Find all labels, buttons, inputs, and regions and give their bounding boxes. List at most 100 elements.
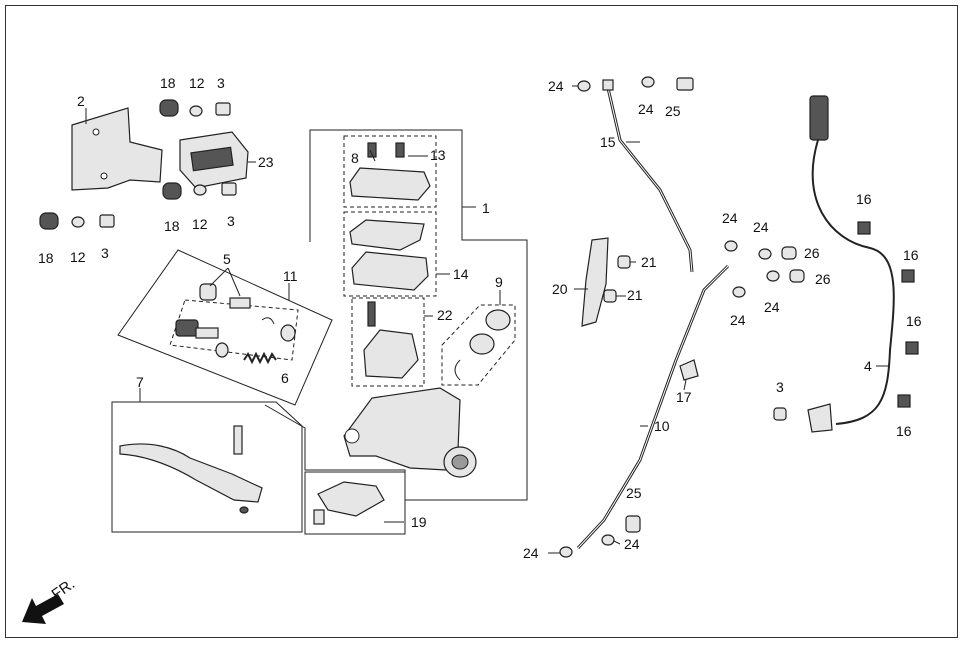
lever-pivot-bolt — [233, 425, 243, 455]
label-24h: 24 — [624, 536, 640, 552]
group-outline-piston-inner — [169, 299, 299, 361]
label-24b: 24 — [638, 101, 654, 117]
label-15: 15 — [600, 134, 616, 150]
group-outline-switch — [304, 471, 406, 535]
wheel-sensor — [807, 403, 833, 433]
label-2: 2 — [77, 93, 85, 109]
label-24f: 24 — [764, 299, 780, 315]
label-16b: 16 — [903, 247, 919, 263]
label-18c: 18 — [38, 250, 54, 266]
group-outline-master-cylinder — [264, 129, 528, 501]
label-21b: 21 — [627, 287, 643, 303]
pipe-holder — [363, 329, 419, 379]
washer-24-bottom — [559, 546, 573, 558]
group-outline-diaphragm — [343, 211, 437, 297]
label-12a: 12 — [189, 75, 205, 91]
label-3a: 3 — [217, 75, 225, 91]
grommet-18-top — [159, 99, 179, 117]
bolt-3-left — [99, 214, 115, 228]
label-3d: 3 — [776, 379, 784, 395]
group-outline-lever — [111, 401, 303, 533]
leader-lines — [85, 85, 888, 554]
sensor-bolt — [773, 407, 787, 421]
lever-nut — [239, 506, 249, 514]
label-10: 10 — [654, 418, 670, 434]
brake-switch — [317, 481, 385, 517]
boot-part — [454, 309, 511, 381]
grommet-18-mid — [162, 182, 182, 200]
label-24d: 24 — [753, 219, 769, 235]
label-3c: 3 — [101, 245, 109, 261]
label-18b: 18 — [164, 218, 180, 234]
bolt-25-top — [676, 77, 694, 91]
brake-hose-lower — [576, 264, 730, 550]
bolt-3-top — [215, 102, 231, 116]
washer-24-r4 — [766, 270, 780, 282]
diaphragm — [351, 251, 429, 291]
label-1: 1 — [482, 200, 490, 216]
washer-24-r3 — [758, 248, 772, 260]
group-outline-cap — [343, 135, 437, 208]
brake-lever — [119, 443, 263, 503]
label-17: 17 — [676, 389, 692, 405]
wheel-sensor-wire — [811, 139, 895, 425]
label-16a: 16 — [856, 191, 872, 207]
washer-12-left — [71, 216, 85, 228]
bolt-21-b — [603, 289, 617, 303]
sensor-connector — [809, 95, 829, 141]
label-14: 14 — [453, 266, 469, 282]
label-12b: 12 — [192, 216, 208, 232]
diaphragm-plate — [349, 219, 425, 251]
label-24c: 24 — [722, 210, 738, 226]
label-24g: 24 — [523, 545, 539, 561]
bolt-26-b — [789, 269, 805, 283]
label-4: 4 — [864, 358, 872, 374]
washer-24-r2 — [732, 286, 746, 298]
label-24a: 24 — [548, 78, 564, 94]
group-outline-boot — [441, 304, 516, 386]
label-24e: 24 — [730, 312, 746, 328]
washer-24-r1 — [724, 240, 738, 252]
bracket-part — [71, 107, 163, 191]
front-direction-arrow: FR. — [22, 575, 78, 624]
bolt-25-bottom — [625, 515, 641, 533]
clamp — [679, 359, 699, 381]
grommet-18-left — [39, 212, 59, 230]
reservoir-cap — [349, 167, 431, 201]
cap-screws — [367, 142, 405, 158]
label-19: 19 — [411, 514, 427, 530]
label-12c: 12 — [70, 249, 86, 265]
label-7: 7 — [136, 374, 144, 390]
group-outline-piston-kit — [117, 249, 333, 406]
callout-numbers: 1 2 3 3 3 3 4 5 6 7 8 9 10 11 12 12 12 1… — [38, 75, 922, 561]
label-20: 20 — [552, 281, 568, 297]
washer-12-top — [189, 105, 203, 117]
bolt-21-a — [617, 255, 631, 269]
label-18a: 18 — [160, 75, 176, 91]
label-3b: 3 — [227, 213, 235, 229]
switch-screw — [313, 509, 325, 525]
label-8: 8 — [351, 150, 359, 166]
washer-24-top — [641, 76, 655, 88]
label-5: 5 — [223, 251, 231, 267]
washer-24-topleft — [577, 80, 591, 92]
label-6: 6 — [281, 370, 289, 386]
label-13: 13 — [430, 147, 446, 163]
label-16d: 16 — [896, 423, 912, 439]
label-9: 9 — [495, 274, 503, 290]
label-21a: 21 — [641, 254, 657, 270]
washer-12-mid — [193, 184, 207, 196]
piston-kit-parts — [175, 283, 296, 365]
label-26b: 26 — [815, 271, 831, 287]
label-25a: 25 — [665, 103, 681, 119]
bolt-26-a — [781, 246, 797, 260]
bolt-3-mid — [221, 182, 237, 196]
holder-screw — [367, 301, 376, 327]
label-22: 22 — [437, 307, 453, 323]
diagram-frame — [5, 5, 958, 638]
label-23: 23 — [258, 154, 274, 170]
label-25b: 25 — [626, 485, 642, 501]
group-outline-holder — [351, 297, 425, 387]
